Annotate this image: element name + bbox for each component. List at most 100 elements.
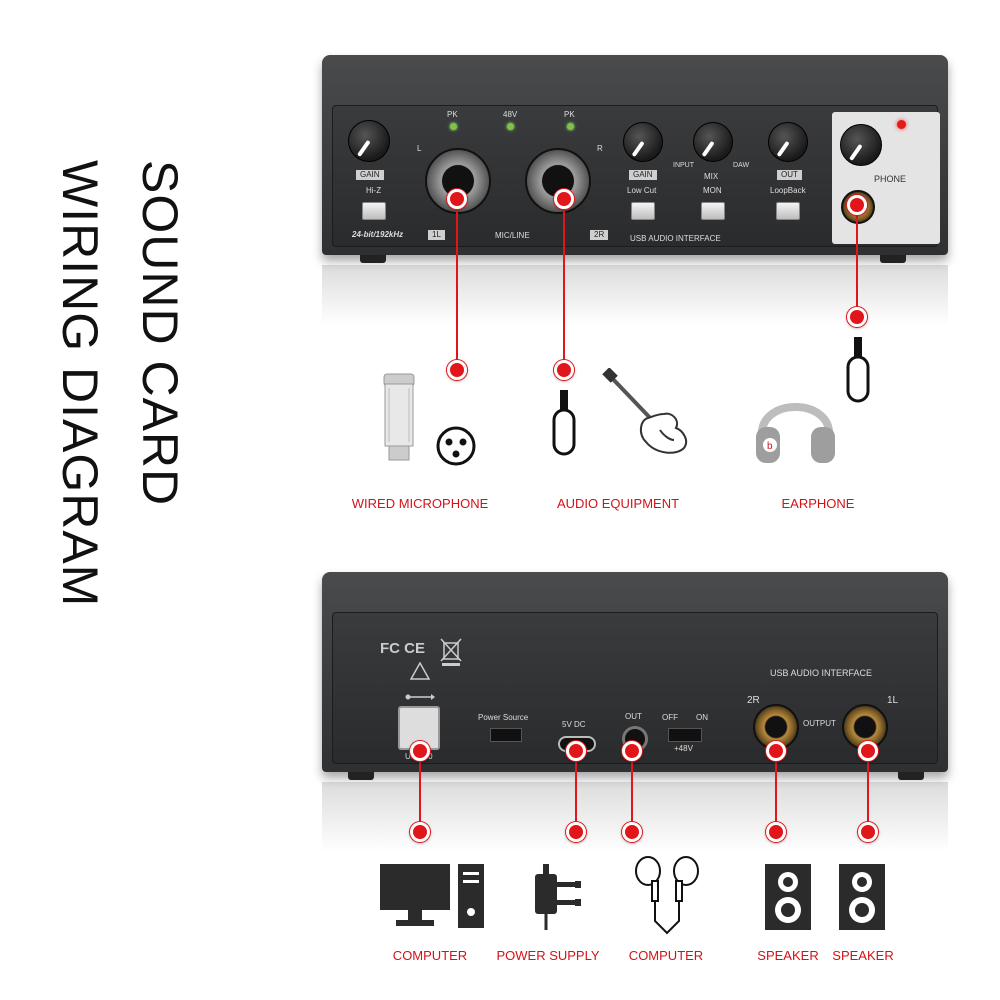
cert-triangle-icon — [410, 662, 430, 680]
front-foot-right — [880, 255, 906, 263]
marker-audio-equipment — [554, 360, 574, 380]
line-speaker-2 — [867, 752, 869, 832]
gain-left-label: GAIN — [356, 170, 384, 180]
marker-phone-jack — [847, 195, 867, 215]
pk-right-label: PK — [564, 110, 575, 119]
front-foot-left — [360, 255, 386, 263]
caption-computer-1: COMPUTER — [392, 948, 468, 963]
caption-speaker-1: SPEAKER — [757, 948, 819, 963]
line-audio-equipment — [563, 200, 565, 370]
2r-rear-label: 2R — [747, 695, 760, 706]
marker-out — [622, 741, 642, 761]
marker-computer-2 — [622, 822, 642, 842]
loopback-label: LoopBack — [770, 186, 806, 195]
marker-line-input — [554, 189, 574, 209]
speaker-icon — [839, 864, 885, 930]
line-mic — [456, 200, 458, 370]
title-line-2: WIRING DIAGRAM — [52, 160, 108, 608]
gain-right-label: GAIN — [629, 170, 657, 180]
rear-foot-right — [898, 772, 924, 780]
phone-knob[interactable] — [840, 124, 882, 166]
low-cut-label: Low Cut — [627, 186, 657, 195]
headphones-icon: b — [756, 403, 835, 463]
jack-plug-icon — [846, 337, 870, 403]
input-label: INPUT — [673, 162, 694, 169]
rear-usb-interface-label: USB AUDIO INTERFACE — [770, 668, 873, 678]
marker-computer-1 — [410, 822, 430, 842]
r-label: R — [597, 144, 603, 153]
power-source-label: Power Source — [478, 713, 529, 722]
mix-knob[interactable] — [693, 122, 733, 162]
dc-label: 5V DC — [562, 720, 586, 729]
svg-text:b: b — [767, 441, 773, 452]
power-led — [897, 120, 906, 129]
phone-label: PHONE — [874, 174, 907, 184]
line-computer-2 — [631, 752, 633, 832]
marker-mic — [447, 360, 467, 380]
pk-left-led — [450, 123, 457, 130]
caption-power-supply: POWER SUPPLY — [496, 948, 600, 963]
line-speaker-1 — [775, 752, 777, 832]
2r-label: 2R — [590, 230, 609, 240]
line-earphone — [856, 205, 858, 317]
daw-label: DAW — [733, 162, 750, 169]
front-reflection — [322, 265, 948, 325]
mic-line-label: MIC/LINE — [495, 231, 530, 240]
marker-power — [566, 822, 586, 842]
marker-speaker-2 — [858, 822, 878, 842]
speaker-icon — [765, 864, 811, 930]
hiz-button[interactable] — [362, 202, 386, 220]
caption-wired-microphone: WIRED MICROPHONE — [351, 496, 489, 511]
pk-right-led — [567, 123, 574, 130]
48v-label: 48V — [503, 110, 518, 119]
caption-audio-equipment: AUDIO EQUIPMENT — [556, 496, 680, 511]
usb-symbol-icon — [405, 694, 435, 700]
1l-label: 1L — [428, 230, 445, 240]
cert-label: FC CE — [380, 640, 425, 657]
1l-rear-label: 1L — [887, 695, 899, 706]
title-line-1: SOUND CARD — [132, 160, 188, 507]
gain-right-knob[interactable] — [623, 122, 663, 162]
line-power — [575, 752, 577, 832]
off-label: OFF — [662, 713, 678, 722]
mon-button[interactable] — [701, 202, 725, 220]
spec-label: 24-bit/192kHz — [352, 230, 404, 239]
low-cut-button[interactable] — [631, 202, 655, 220]
hiz-label: Hi-Z — [366, 186, 382, 195]
usb-interface-label: USB AUDIO INTERFACE — [630, 234, 721, 243]
power-source-switch[interactable] — [490, 728, 522, 742]
microphone-icon — [383, 373, 415, 461]
caption-speaker-2: SPEAKER — [832, 948, 894, 963]
48v-rear-label: +48V — [674, 744, 693, 753]
marker-speaker-1 — [766, 822, 786, 842]
marker-mic-input — [447, 189, 467, 209]
caption-computer-2: COMPUTER — [628, 948, 704, 963]
phantom-switch[interactable] — [668, 728, 702, 742]
gain-left-knob[interactable] — [348, 120, 390, 162]
marker-1l — [858, 741, 878, 761]
power-adapter-icon — [535, 864, 581, 930]
marker-usb — [410, 741, 430, 761]
computer-icon — [380, 864, 484, 928]
marker-dc — [566, 741, 586, 761]
weee-bin-icon — [440, 638, 462, 666]
loopback-button[interactable] — [776, 202, 800, 220]
output-label: OUTPUT — [803, 719, 836, 728]
out-knob[interactable] — [768, 122, 808, 162]
line-computer-1 — [419, 752, 421, 832]
marker-2r — [766, 741, 786, 761]
xlr-connector-icon — [436, 426, 476, 466]
jack-plug-icon — [552, 390, 576, 456]
mix-label: MIX — [704, 172, 719, 181]
rear-foot-left — [348, 772, 374, 780]
earbuds-icon — [635, 856, 699, 935]
out-label: OUT — [777, 170, 802, 180]
mon-label: MON — [703, 186, 722, 195]
electric-guitar-icon — [602, 368, 688, 454]
on-label: ON — [696, 713, 708, 722]
l-label: L — [417, 144, 422, 153]
pk-left-label: PK — [447, 110, 458, 119]
caption-earphone: EARPHONE — [781, 496, 855, 511]
marker-earphone — [847, 307, 867, 327]
out-rear-label: OUT — [625, 712, 642, 721]
